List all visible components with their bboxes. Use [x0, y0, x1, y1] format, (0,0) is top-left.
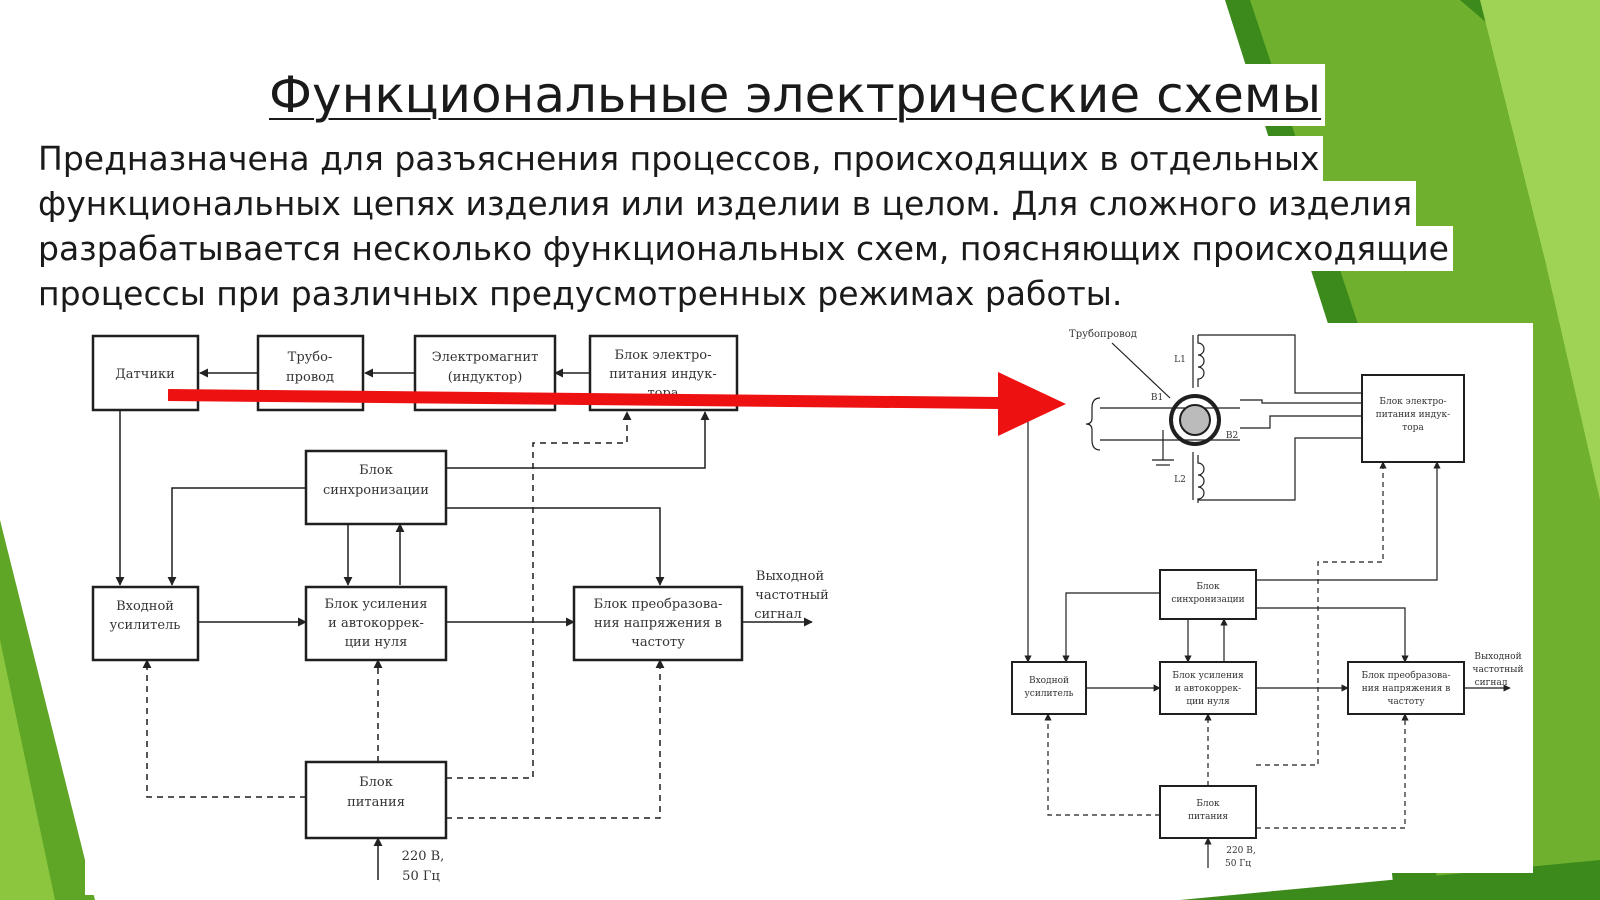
output-signal-label: Выходной — [756, 569, 824, 584]
sensor-core-icon — [1179, 404, 1211, 436]
paragraph-line: процессы при различных предусмотренных р… — [38, 271, 1127, 316]
pipe-label: Трубопровод — [1069, 329, 1137, 340]
output-signal-label: частотный — [755, 588, 829, 603]
block-converter — [1347, 661, 1465, 715]
block-power — [304, 760, 448, 840]
conn-sync-to-converter — [1256, 607, 1409, 663]
wire-b2 — [1240, 415, 1362, 429]
conn-sync-to-input — [1062, 592, 1160, 663]
sensor-ring-icon — [1169, 394, 1221, 446]
dash-power-to-input — [142, 659, 306, 798]
block-sensors-label: Датчики — [115, 367, 175, 382]
left-diagram-labels: Датчики Трубо- провод Электромагнит (инд… — [110, 348, 829, 884]
green-stripe-right-light — [1480, 0, 1600, 500]
block-electromagnet-label: (индуктор) — [448, 370, 523, 385]
supply-label: 220 В, — [402, 849, 445, 864]
supply-label: 220 В, — [1226, 846, 1256, 856]
block-amp-correction-label: и автокоррек- — [1175, 684, 1241, 694]
block-converter-label: ния напряжения в — [1362, 684, 1451, 694]
conn-sync-to-converter — [446, 507, 665, 586]
paragraph-line: разрабатывается несколько функциональных… — [38, 226, 1453, 271]
coil-b2-label: B2 — [1226, 431, 1238, 441]
block-power-label: питания — [1188, 812, 1228, 822]
right-diagram — [1011, 323, 1533, 873]
output-signal-label: Выходной — [1474, 652, 1521, 662]
slide-title: Функциональные электрические схемы — [265, 64, 1326, 126]
block-amp-correction-label: и автокоррек- — [328, 616, 424, 631]
block-input-amp-label: Входной — [1029, 676, 1069, 686]
paragraph-line: Предназначена для разъяснения процессов,… — [38, 136, 1324, 181]
wire-l2-bottom — [1198, 437, 1362, 501]
block-inductor-power-label: Блок электро- — [1379, 397, 1446, 407]
brace-icon — [1085, 397, 1101, 451]
description-paragraph: Предназначена для разъяснения процессов,… — [38, 136, 1453, 316]
block-inductor-power-label: тора — [1402, 423, 1424, 433]
block-converter-label: ния напряжения в — [594, 616, 722, 631]
green-stripe-left-light — [0, 640, 55, 900]
block-amp-correction-label: ции нуля — [1186, 697, 1230, 707]
block-amp-correction — [1159, 661, 1257, 715]
block-inductor-power-label: питания индук- — [1376, 410, 1450, 420]
block-sync — [304, 449, 448, 526]
paragraph-line: функциональных цепях изделия или изделии… — [38, 181, 1417, 226]
block-pipe-label: Трубо- — [288, 350, 333, 365]
block-input-amp-label: усилитель — [110, 618, 181, 633]
block-amp-correction — [304, 585, 448, 662]
supply-label: 50 Гц — [1225, 859, 1251, 869]
left-diagram — [85, 325, 845, 895]
block-sync-label: Блок — [359, 463, 393, 478]
block-inductor-power — [1361, 374, 1465, 463]
conn-sync-to-input — [167, 487, 306, 586]
conn-sync-to-inductor — [1256, 461, 1441, 581]
coil-l1-icon — [1197, 335, 1205, 387]
output-signal-label: сигнал — [1475, 678, 1508, 688]
block-inductor-power-label: Блок электро- — [615, 348, 712, 363]
block-power-label: питания — [347, 795, 405, 810]
block-sync — [1159, 569, 1257, 620]
dash-power-to-converter — [446, 659, 665, 819]
output-signal-label: сигнал — [754, 607, 801, 622]
block-amp-correction-label: Блок усиления — [325, 597, 428, 612]
block-input-amp — [91, 585, 200, 662]
block-input-amp — [1011, 661, 1087, 715]
coil-l2-label: L2 — [1174, 475, 1186, 485]
coil-l2-icon — [1197, 455, 1205, 503]
coil-l1-label: L1 — [1174, 355, 1186, 365]
dash-power-to-inductor — [1256, 461, 1387, 766]
block-input-amp-label: Входной — [116, 599, 174, 614]
red-arrow-icon — [167, 372, 1066, 436]
block-converter-label: Блок преобразова- — [594, 597, 723, 612]
block-sync-label: Блок — [1196, 582, 1220, 592]
wire-b1 — [1240, 399, 1362, 404]
dash-power-to-inductor — [446, 411, 632, 779]
block-amp-correction-label: Блок усиления — [1172, 671, 1244, 681]
block-power — [1159, 785, 1257, 839]
wire-l1-top — [1198, 334, 1362, 394]
pipe-pointer-line — [1111, 342, 1171, 399]
output-signal-label: частотный — [1473, 665, 1524, 675]
dash-power-to-converter — [1256, 713, 1409, 829]
block-input-amp-label: усилитель — [1025, 689, 1074, 699]
block-pipe-label: провод — [286, 370, 334, 385]
block-amp-correction-label: ции нуля — [345, 635, 408, 650]
block-sync-label: синхронизации — [323, 483, 429, 498]
right-diagram-labels: Трубопровод L1 B1 B2 L2 Блок электро- пи… — [1025, 329, 1524, 869]
dash-power-to-input — [1044, 713, 1160, 816]
block-power-label: Блок — [359, 775, 393, 790]
red-arrow-shaft — [167, 389, 1001, 409]
block-sync-label: синхронизации — [1171, 595, 1244, 605]
block-converter-label: частоту — [631, 635, 685, 650]
block-converter-label: частоту — [1387, 697, 1425, 707]
coil-b1-label: B1 — [1151, 393, 1163, 403]
block-power-label: Блок — [1196, 799, 1220, 809]
block-electromagnet-label: Электромагнит — [432, 350, 539, 365]
red-arrow-head — [998, 372, 1066, 436]
supply-label: 50 Гц — [402, 869, 440, 884]
block-inductor-power-label: питания индук- — [609, 367, 716, 382]
block-converter — [572, 585, 744, 662]
block-converter-label: Блок преобразова- — [1361, 670, 1450, 681]
